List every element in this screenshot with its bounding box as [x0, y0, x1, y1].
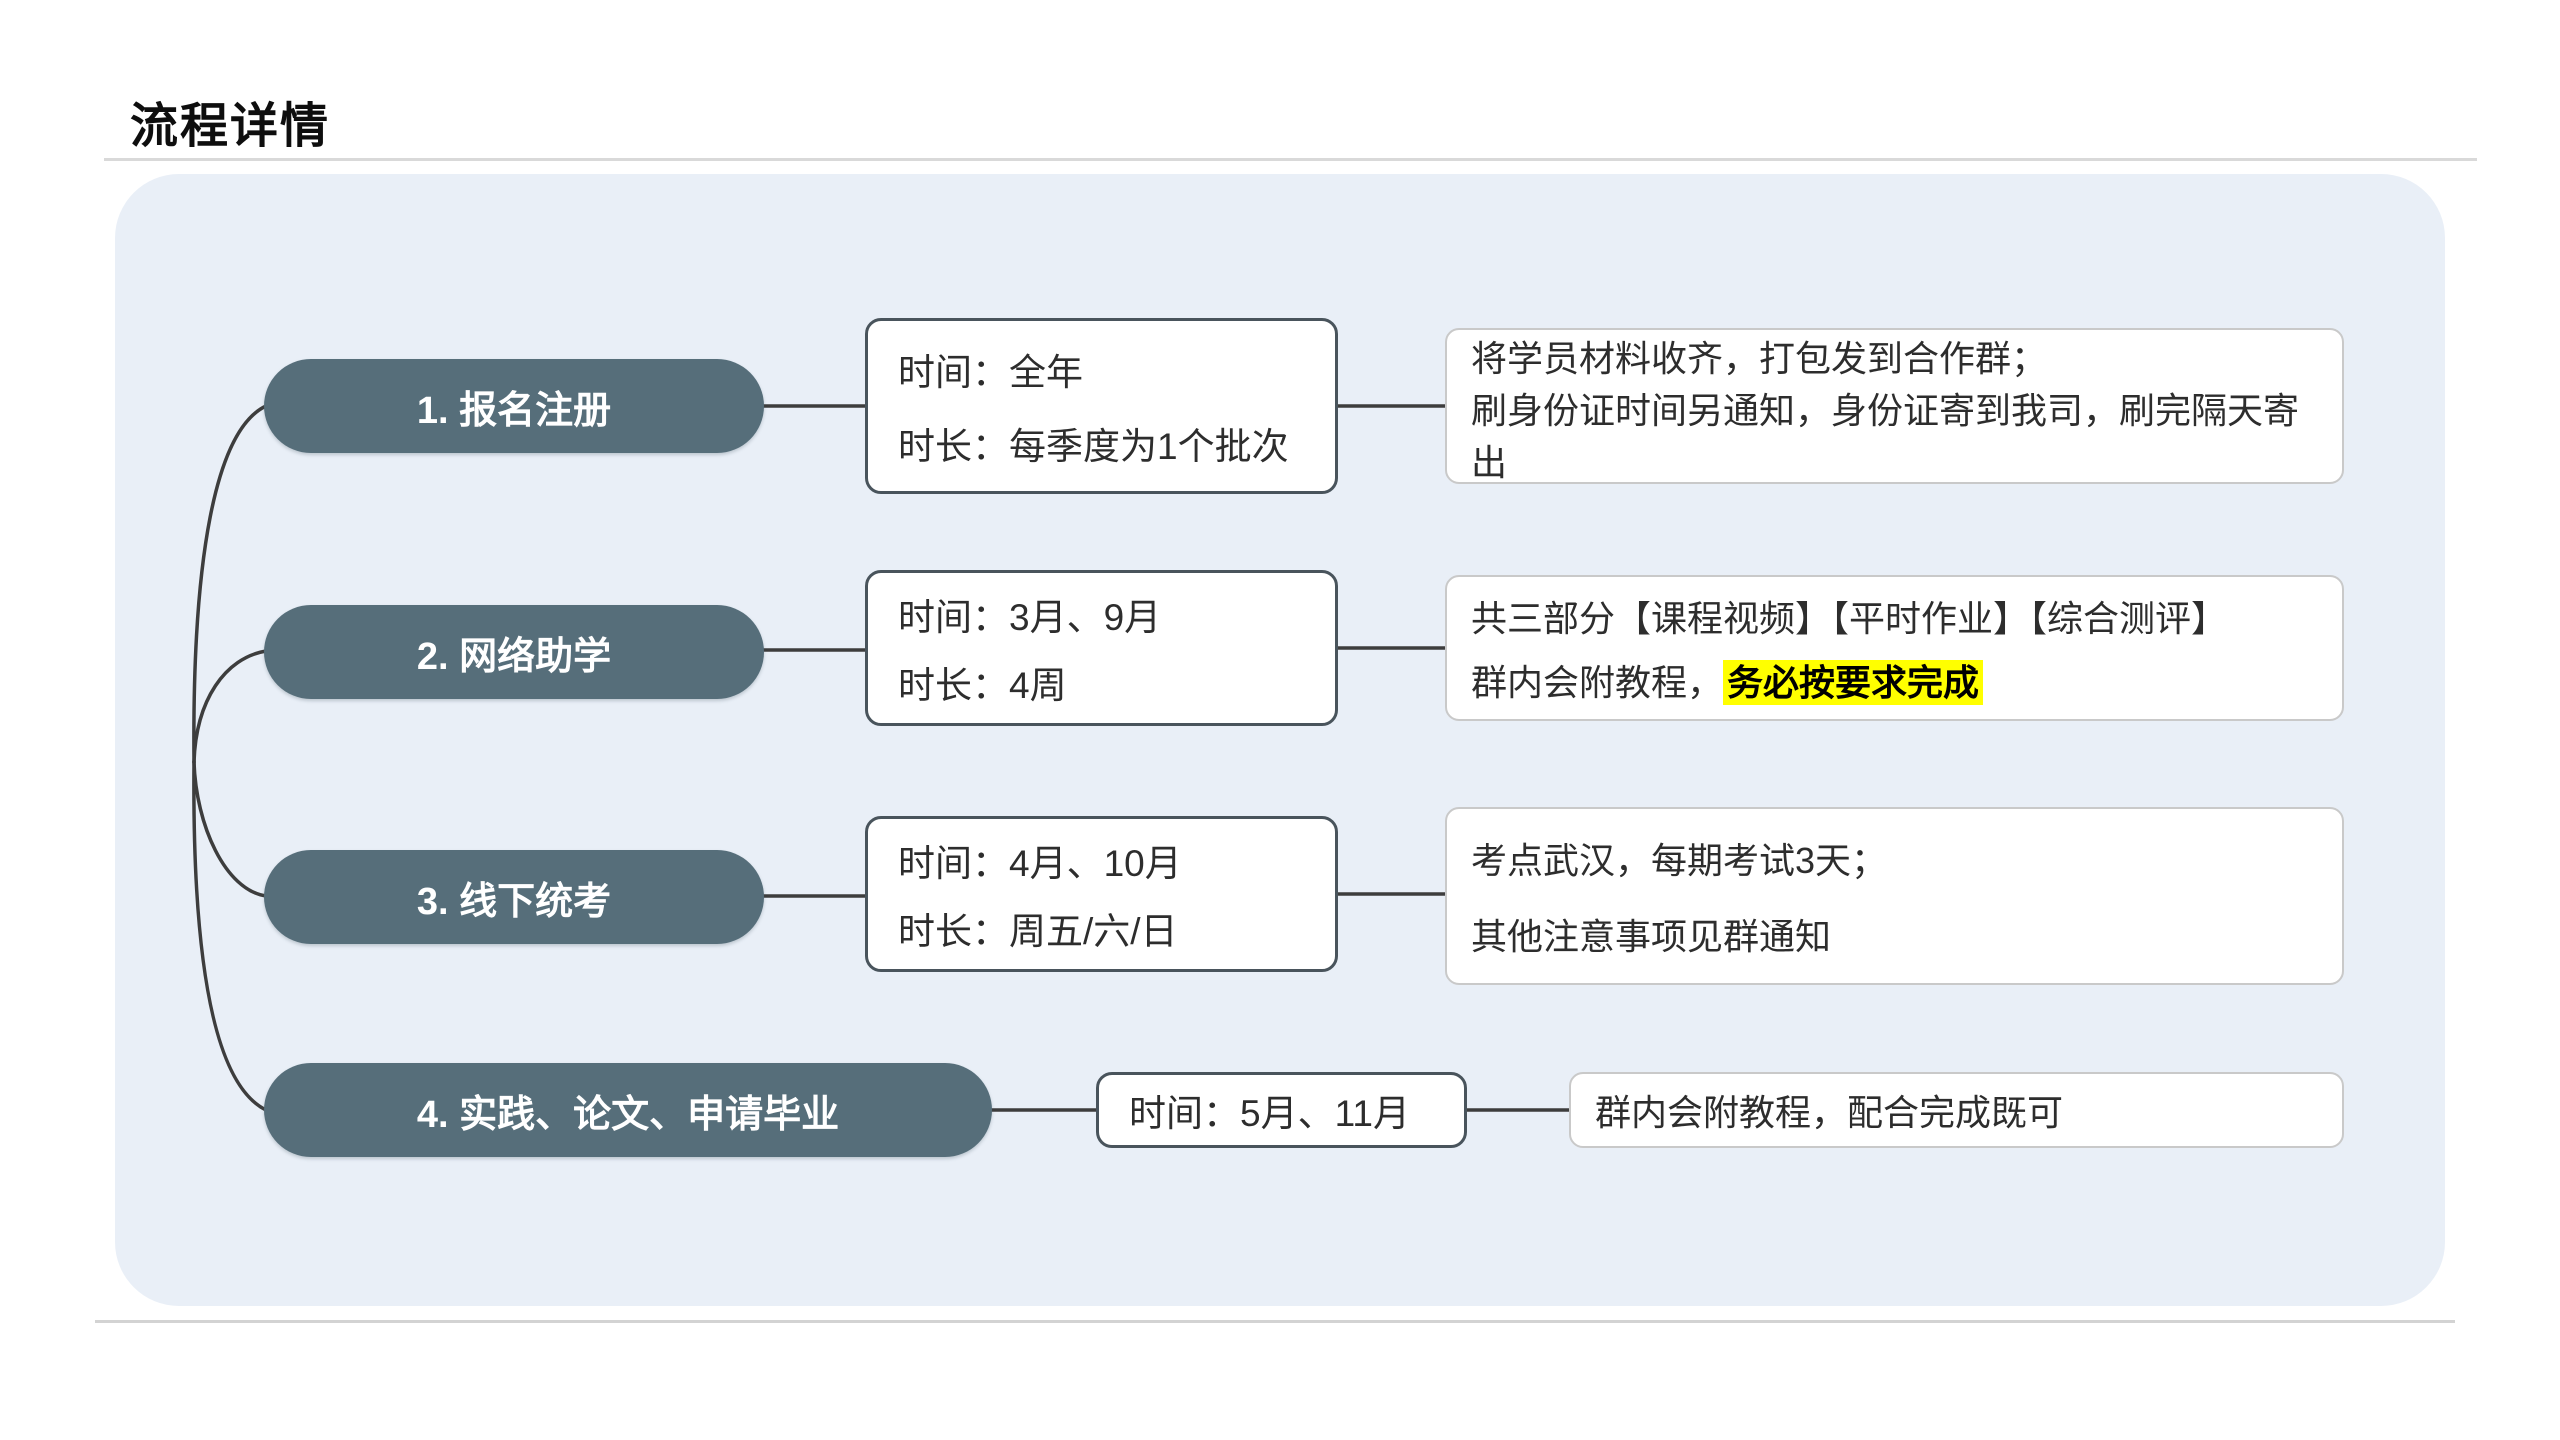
time-box-step3: 时间：4月、10月 时长：周五/六/日 — [865, 816, 1338, 972]
flow-node-step2-label: 2. 网络助学 — [416, 635, 612, 678]
flow-node-step2: 2. 网络助学 — [264, 605, 764, 699]
time-box-step2: 时间：3月、9月 时长：4周 — [865, 570, 1338, 726]
detail-line-with-highlight: 群内会附教程，务必按要求完成 — [1471, 654, 2330, 706]
time-line: 时间：5月、11月 — [1129, 1093, 1410, 1134]
duration-line: 时长：4周 — [898, 665, 1067, 706]
time-line: 时间：4月、10月 — [898, 843, 1182, 884]
time-box-step4: 时间：5月、11月 — [1096, 1072, 1467, 1148]
time-line: 时间：全年 — [898, 351, 1083, 393]
detail-line: 刷身份证时间另通知，身份证寄到我司，刷完隔天寄出 — [1471, 390, 2300, 483]
branch-curve-step1 — [192, 404, 268, 764]
duration-line: 时长：每季度为1个批次 — [898, 426, 1289, 468]
flow-node-step4-label: 4. 实践、论文、申请毕业 — [416, 1093, 840, 1136]
flow-node-step1: 1. 报名注册 — [264, 359, 764, 453]
detail-line: 将学员材料收齐，打包发到合作群； — [1471, 338, 2048, 379]
duration-line: 时长：周五/六/日 — [898, 911, 1178, 952]
detail-line: 其他注意事项见群通知 — [1471, 915, 1832, 957]
title-divider-line — [104, 158, 2477, 161]
highlighted-warning-text: 务必按要求完成 — [1723, 660, 1984, 706]
footer-divider-line — [95, 1320, 2455, 1323]
detail-box-step1: 将学员材料收齐，打包发到合作群； 刷身份证时间另通知，身份证寄到我司，刷完隔天寄… — [1445, 328, 2344, 484]
time-line: 时间：3月、9月 — [898, 597, 1162, 638]
flow-node-step4: 4. 实践、论文、申请毕业 — [264, 1063, 992, 1157]
detail-box-step2: 共三部分【课程视频】【平时作业】【综合测评】 群内会附教程，务必按要求完成 — [1445, 575, 2344, 721]
flow-node-step3-label: 3. 线下统考 — [416, 880, 612, 923]
detail-line: 共三部分【课程视频】【平时作业】【综合测评】 — [1471, 597, 2228, 639]
branch-curve-step2 — [192, 649, 268, 764]
page-title: 流程详情 — [130, 100, 331, 153]
detail-line: 群内会附教程，配合完成既可 — [1595, 1092, 2064, 1133]
detail-box-step4: 群内会附教程，配合完成既可 — [1569, 1072, 2344, 1148]
branch-curve-step3 — [192, 760, 268, 898]
detail-box-step3: 考点武汉，每期考试3天； 其他注意事项见群通知 — [1445, 807, 2344, 985]
time-box-step1: 时间：全年 时长：每季度为1个批次 — [865, 318, 1338, 494]
flow-node-step1-label: 1. 报名注册 — [416, 389, 612, 432]
detail-line: 考点武汉，每期考试3天； — [1471, 840, 1888, 882]
flow-node-step3: 3. 线下统考 — [264, 850, 764, 944]
detail-line-prefix: 群内会附教程， — [1471, 662, 1724, 704]
branch-curve-step4 — [192, 760, 268, 1112]
